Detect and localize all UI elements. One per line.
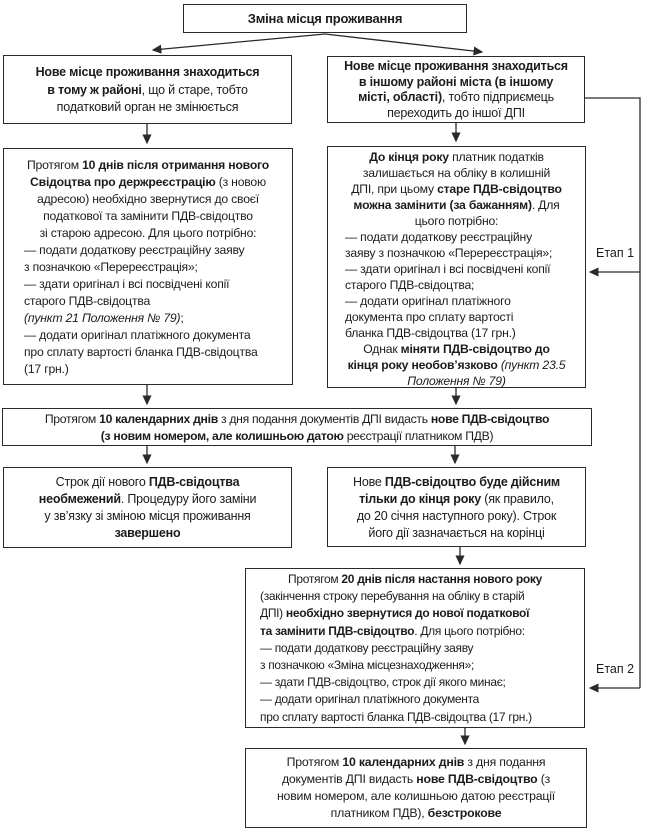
stage2-reregistration-box: Протягом 20 днів після настання нового р… [245, 568, 585, 728]
side-loop-line [585, 97, 641, 688]
arrow-title-to-same-district [151, 33, 326, 54]
etap2-label: Етап 2 [596, 662, 635, 676]
final-certificate-box: Протягом 10 календарних днів з дня подан… [245, 748, 587, 828]
title-box: Зміна місця проживання [183, 4, 467, 33]
etap1-label: Етап 1 [596, 246, 635, 260]
arrow-title-to-other-district [324, 33, 484, 56]
certificate-issue-box: Протягом 10 календарних днів з дня подан… [2, 408, 592, 446]
